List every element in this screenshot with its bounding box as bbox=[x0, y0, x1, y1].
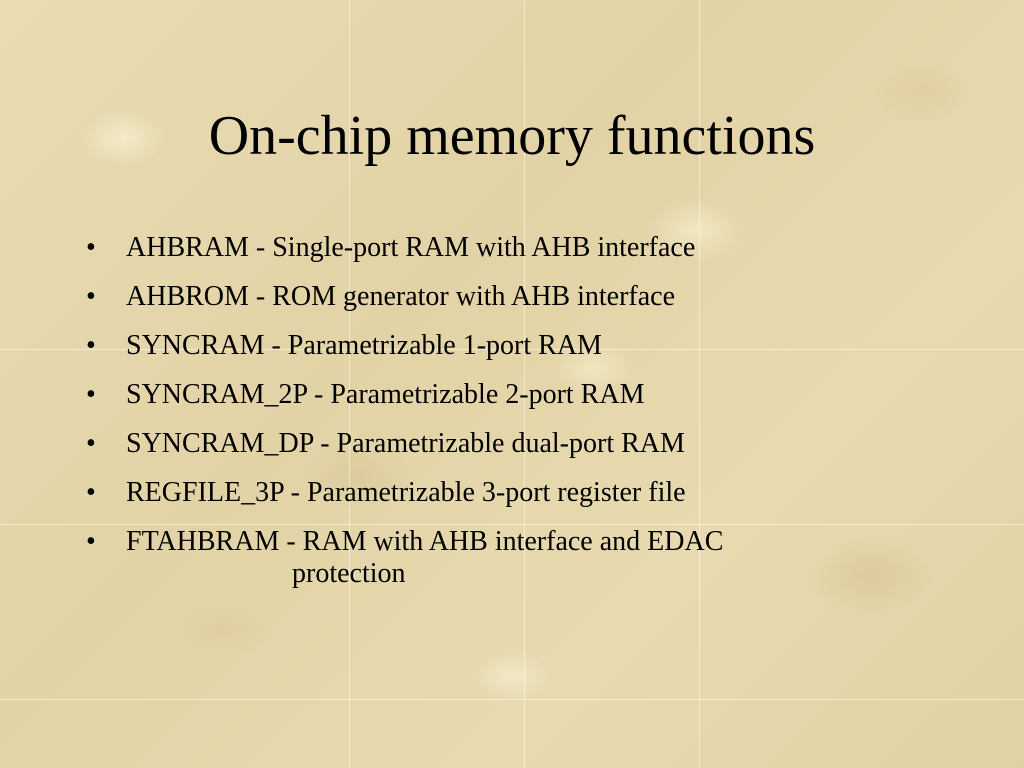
list-item: • REGFILE_3P - Parametrizable 3-port reg… bbox=[82, 473, 962, 513]
bullet-icon: • bbox=[86, 477, 96, 508]
list-item-text: SYNCRAM_2P - Parametrizable 2-port RAM bbox=[126, 379, 645, 410]
texture-seam bbox=[0, 699, 1024, 700]
list-item-text: REGFILE_3P - Parametrizable 3-port regis… bbox=[126, 477, 686, 508]
list-item: • FTAHBRAM - RAM with AHB interface and … bbox=[82, 522, 962, 594]
bullet-list: • AHBRAM - Single-port RAM with AHB inte… bbox=[82, 228, 962, 603]
bullet-icon: • bbox=[86, 428, 96, 459]
list-item: • SYNCRAM_DP - Parametrizable dual-port … bbox=[82, 424, 962, 464]
list-item: • AHBROM - ROM generator with AHB interf… bbox=[82, 277, 962, 317]
slide-title: On-chip memory functions bbox=[208, 105, 816, 167]
list-item: • AHBRAM - Single-port RAM with AHB inte… bbox=[82, 228, 962, 268]
bullet-icon: • bbox=[86, 232, 96, 263]
list-item-continuation: protection bbox=[292, 558, 406, 589]
bullet-icon: • bbox=[86, 330, 96, 361]
list-item-text: FTAHBRAM - RAM with AHB interface and ED… bbox=[126, 526, 724, 557]
list-item-text: SYNCRAM - Parametrizable 1-port RAM bbox=[126, 330, 602, 361]
bullet-icon: • bbox=[86, 379, 96, 410]
list-item-text: AHBROM - ROM generator with AHB interfac… bbox=[126, 281, 676, 312]
list-item-text: AHBRAM - Single-port RAM with AHB interf… bbox=[126, 232, 696, 263]
bullet-icon: • bbox=[86, 281, 96, 312]
list-item-text: SYNCRAM_DP - Parametrizable dual-port RA… bbox=[126, 428, 685, 459]
bullet-icon: • bbox=[86, 526, 96, 557]
list-item: • SYNCRAM_2P - Parametrizable 2-port RAM bbox=[82, 375, 962, 415]
list-item: • SYNCRAM - Parametrizable 1-port RAM bbox=[82, 326, 962, 366]
